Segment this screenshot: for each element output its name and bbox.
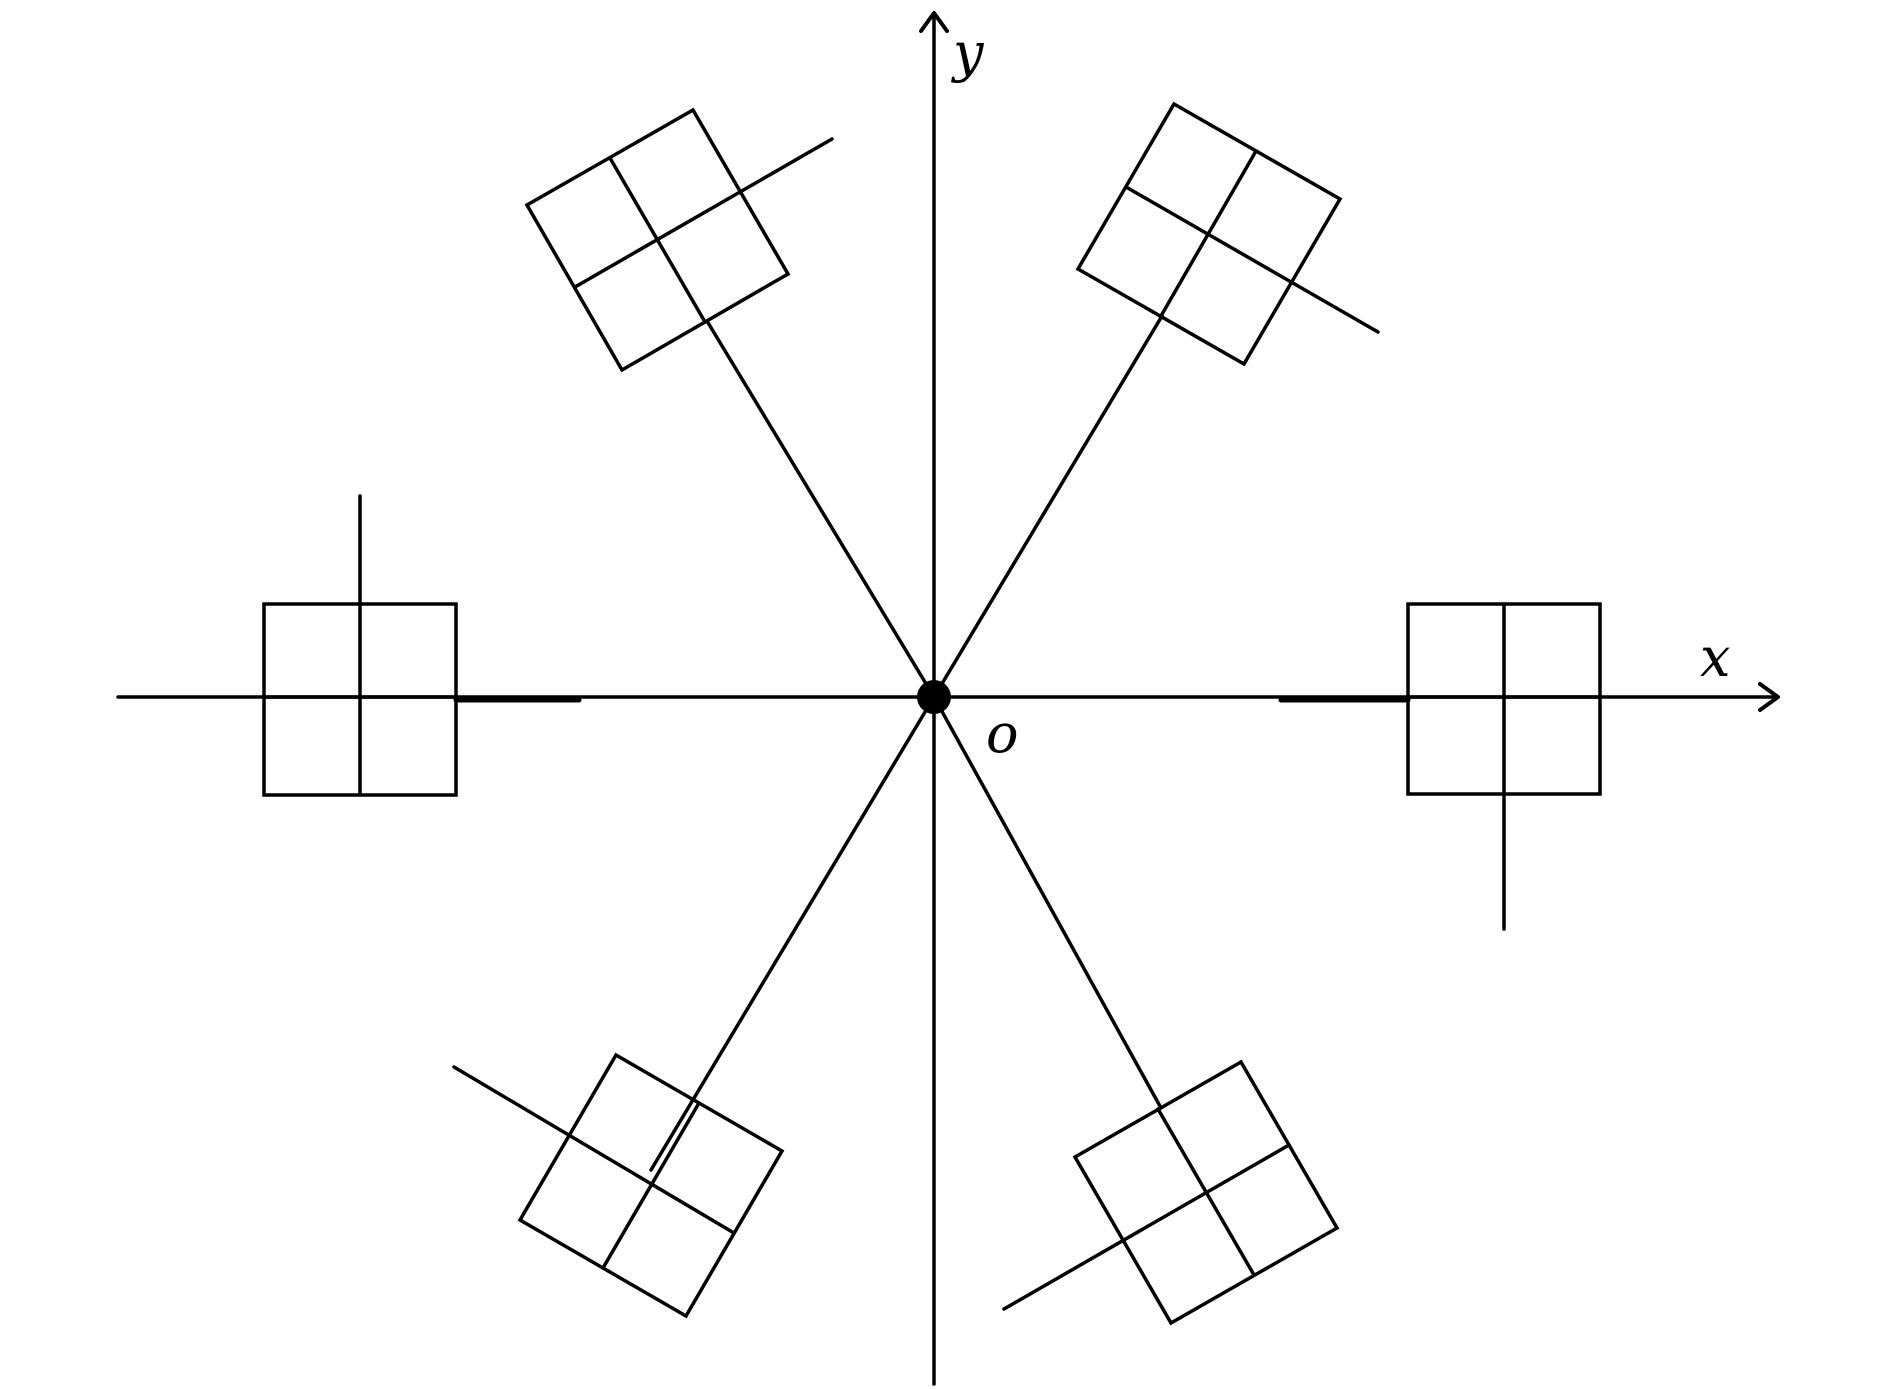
ray-upper-left [705, 319, 936, 699]
origin-point [917, 680, 951, 714]
grid-square-lower-left [452, 1052, 785, 1319]
grid-square-upper-right [1075, 101, 1380, 367]
x-axis-label: x [1700, 626, 1730, 689]
ray-lower-right [932, 695, 1163, 1110]
y-axis-label: y [951, 21, 985, 84]
grid-square-left [262, 494, 458, 797]
grid-square-upper-left [524, 107, 834, 373]
grid-square-right [1406, 602, 1602, 931]
grid-square-lower-right [1002, 1059, 1340, 1326]
origin-label: o [986, 702, 1019, 765]
ray-upper-right [932, 314, 1164, 699]
ray-lower-left [649, 695, 936, 1172]
